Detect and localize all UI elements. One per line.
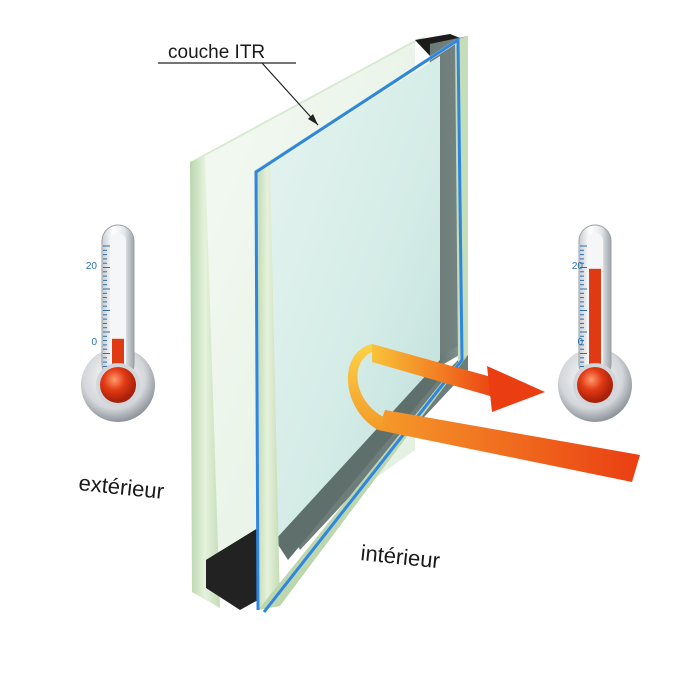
coating-callout: couche ITR xyxy=(158,42,319,126)
inside-tick-0: 0 xyxy=(577,337,583,348)
inner-pane-side-edge xyxy=(255,164,280,610)
coating-label: couche ITR xyxy=(168,42,265,63)
inside-tick-20: 20 xyxy=(572,261,584,272)
thermometer-outside-icon: 20 0 xyxy=(81,224,155,422)
double-glazed-window xyxy=(190,34,468,613)
heat-reflection-arrow-icon xyxy=(347,344,640,482)
outer-pane-side-edge xyxy=(190,156,220,608)
inside-tick-marks xyxy=(580,245,587,367)
inner-glass-pane xyxy=(265,56,440,540)
outside-tick-0: 0 xyxy=(91,337,97,348)
thermometer-inside-icon: 20 0 xyxy=(558,224,632,422)
inside-label: intérieur xyxy=(359,540,441,573)
outside-label: extérieur xyxy=(77,470,165,504)
outside-tick-20: 20 xyxy=(86,261,98,272)
inside-mercury-level xyxy=(589,268,601,378)
outer-pane-top-edge xyxy=(190,34,430,162)
low-e-coating-line xyxy=(254,37,464,613)
outside-tick-marks xyxy=(103,245,110,367)
